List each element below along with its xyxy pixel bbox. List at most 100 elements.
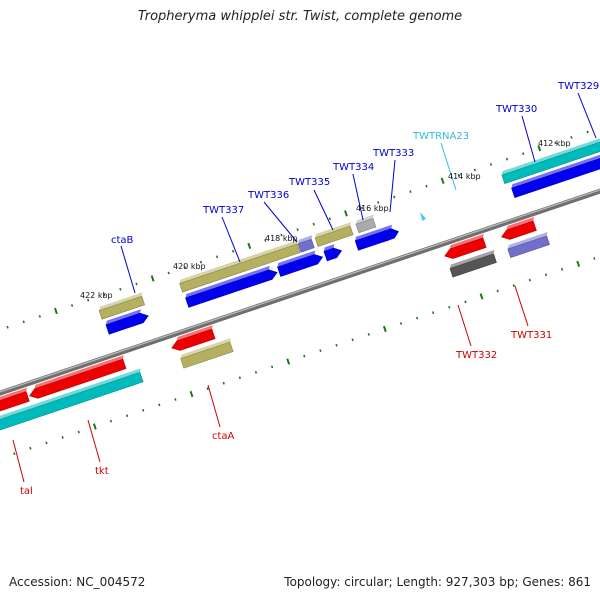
scale-tick bbox=[457, 173, 460, 177]
gene-label-twt335[interactable]: TWT335 bbox=[288, 177, 330, 188]
scale-tick bbox=[576, 260, 581, 268]
gene-label-twt330[interactable]: TWT330 bbox=[495, 104, 537, 115]
genome-summary-text: Topology: circular; Length: 927,303 bp; … bbox=[284, 575, 591, 589]
scale-label-416: 416 kbp bbox=[356, 204, 389, 213]
gene-feature[interactable] bbox=[179, 243, 301, 293]
scale-tick bbox=[70, 304, 74, 307]
gene-feature-top bbox=[449, 233, 484, 250]
gene-feature[interactable] bbox=[180, 341, 234, 369]
backbone-highlight bbox=[0, 189, 600, 393]
scale-tick bbox=[560, 267, 564, 271]
gene-feature-top bbox=[323, 244, 335, 252]
gene-feature[interactable] bbox=[277, 254, 324, 277]
gene-feature-top bbox=[277, 250, 316, 267]
gene-feature-top bbox=[298, 235, 313, 244]
gene-feature-top bbox=[511, 154, 600, 189]
gene-feature-top bbox=[355, 226, 387, 241]
scale-tick bbox=[448, 305, 451, 309]
scale-tick bbox=[232, 249, 235, 253]
label-leader-line bbox=[457, 304, 472, 347]
gene-label-twt334[interactable]: TWT334 bbox=[332, 162, 374, 173]
rna-feature[interactable] bbox=[420, 211, 427, 221]
scale-tick bbox=[351, 338, 354, 342]
gene-label-twt332[interactable]: TWT332 bbox=[455, 350, 497, 361]
scale-tick bbox=[158, 403, 161, 407]
gene-feature[interactable] bbox=[185, 269, 278, 308]
gene-label-twtrna23[interactable]: TWTRNA23 bbox=[412, 131, 469, 142]
gene-feature-top bbox=[34, 355, 124, 389]
scale-tick bbox=[38, 314, 41, 318]
gene-label-twt336[interactable]: TWT336 bbox=[247, 190, 289, 201]
gene-feature[interactable] bbox=[449, 253, 497, 278]
gene-feature[interactable] bbox=[355, 218, 377, 234]
gene-feature[interactable] bbox=[105, 312, 149, 335]
map-title: Tropheryma whipplei str. Twist, complete… bbox=[137, 9, 463, 24]
gene-feature[interactable] bbox=[0, 371, 144, 433]
scale-tick bbox=[125, 414, 129, 418]
scale-tick bbox=[440, 177, 445, 184]
label-leader-line bbox=[87, 419, 101, 463]
gene-feature[interactable] bbox=[297, 238, 315, 253]
scale-label-422: 422 kbp bbox=[80, 291, 113, 300]
scale-tick bbox=[280, 233, 283, 237]
gene-feature[interactable] bbox=[382, 228, 399, 242]
scale-tick bbox=[92, 423, 97, 430]
gene-label-twt329[interactable]: TWT329 bbox=[557, 81, 599, 92]
gene-feature[interactable] bbox=[444, 237, 487, 259]
scale-tick bbox=[303, 354, 306, 358]
scale-tick bbox=[393, 195, 396, 199]
scale-tick bbox=[382, 325, 387, 333]
scale-tick bbox=[296, 228, 299, 231]
scale-tick bbox=[425, 184, 428, 188]
gene-label-twt333[interactable]: TWT333 bbox=[372, 148, 414, 159]
label-leader-line bbox=[440, 142, 457, 191]
gene-feature-top bbox=[105, 309, 141, 325]
scale-tick bbox=[544, 273, 548, 277]
scale-tick bbox=[135, 282, 138, 286]
scale-tick bbox=[286, 358, 291, 365]
scale-tick bbox=[199, 260, 203, 264]
scale-tick bbox=[554, 141, 557, 145]
scale-tick bbox=[254, 370, 258, 374]
scale-tick bbox=[570, 136, 573, 139]
gene-label-ctaa[interactable]: ctaA bbox=[212, 431, 235, 442]
gene-feature[interactable] bbox=[501, 141, 600, 184]
gene-feature[interactable] bbox=[0, 391, 30, 414]
gene-feature-top bbox=[382, 224, 392, 232]
scale-tick bbox=[409, 190, 412, 194]
label-leader-line bbox=[521, 115, 536, 163]
backbone-line bbox=[0, 188, 600, 396]
gene-label-tal[interactable]: tal bbox=[20, 486, 33, 497]
gene-features bbox=[0, 138, 600, 433]
gene-feature[interactable] bbox=[323, 247, 343, 262]
gene-feature[interactable] bbox=[98, 295, 145, 320]
gene-feature-top bbox=[180, 338, 231, 359]
gene-feature[interactable] bbox=[511, 158, 600, 199]
gene-feature[interactable] bbox=[501, 220, 537, 240]
gene-feature[interactable] bbox=[314, 225, 354, 247]
scale-tick bbox=[183, 266, 186, 269]
gene-feature[interactable] bbox=[29, 358, 127, 399]
scale-tick bbox=[505, 157, 509, 161]
label-leader-line bbox=[12, 439, 25, 483]
gene-label-tkt[interactable]: tkt bbox=[95, 466, 109, 477]
gene-label-twt337[interactable]: TWT337 bbox=[202, 205, 244, 216]
gene-label-ctab[interactable]: ctaB bbox=[111, 235, 134, 246]
scale-tick bbox=[367, 332, 370, 336]
scale-tick bbox=[119, 287, 122, 291]
scale-label-420: 420 kbp bbox=[173, 262, 206, 271]
gene-feature-top bbox=[176, 325, 213, 341]
accession-text: Accession: NC_004572 bbox=[9, 575, 146, 589]
label-leader-line bbox=[577, 92, 597, 139]
scale-tick bbox=[537, 145, 542, 152]
gene-feature[interactable] bbox=[507, 235, 550, 258]
scale-label-414: 414 kbp bbox=[448, 172, 481, 181]
label-leader-line bbox=[514, 285, 529, 327]
gene-feature[interactable] bbox=[171, 328, 216, 351]
gene-label-twt331[interactable]: TWT331 bbox=[510, 330, 552, 341]
gene-feature-top bbox=[449, 249, 495, 269]
scale-tick bbox=[264, 239, 267, 242]
genome-backbone bbox=[0, 188, 600, 396]
gene-feature-top bbox=[506, 217, 534, 230]
scale-tick bbox=[528, 278, 532, 282]
